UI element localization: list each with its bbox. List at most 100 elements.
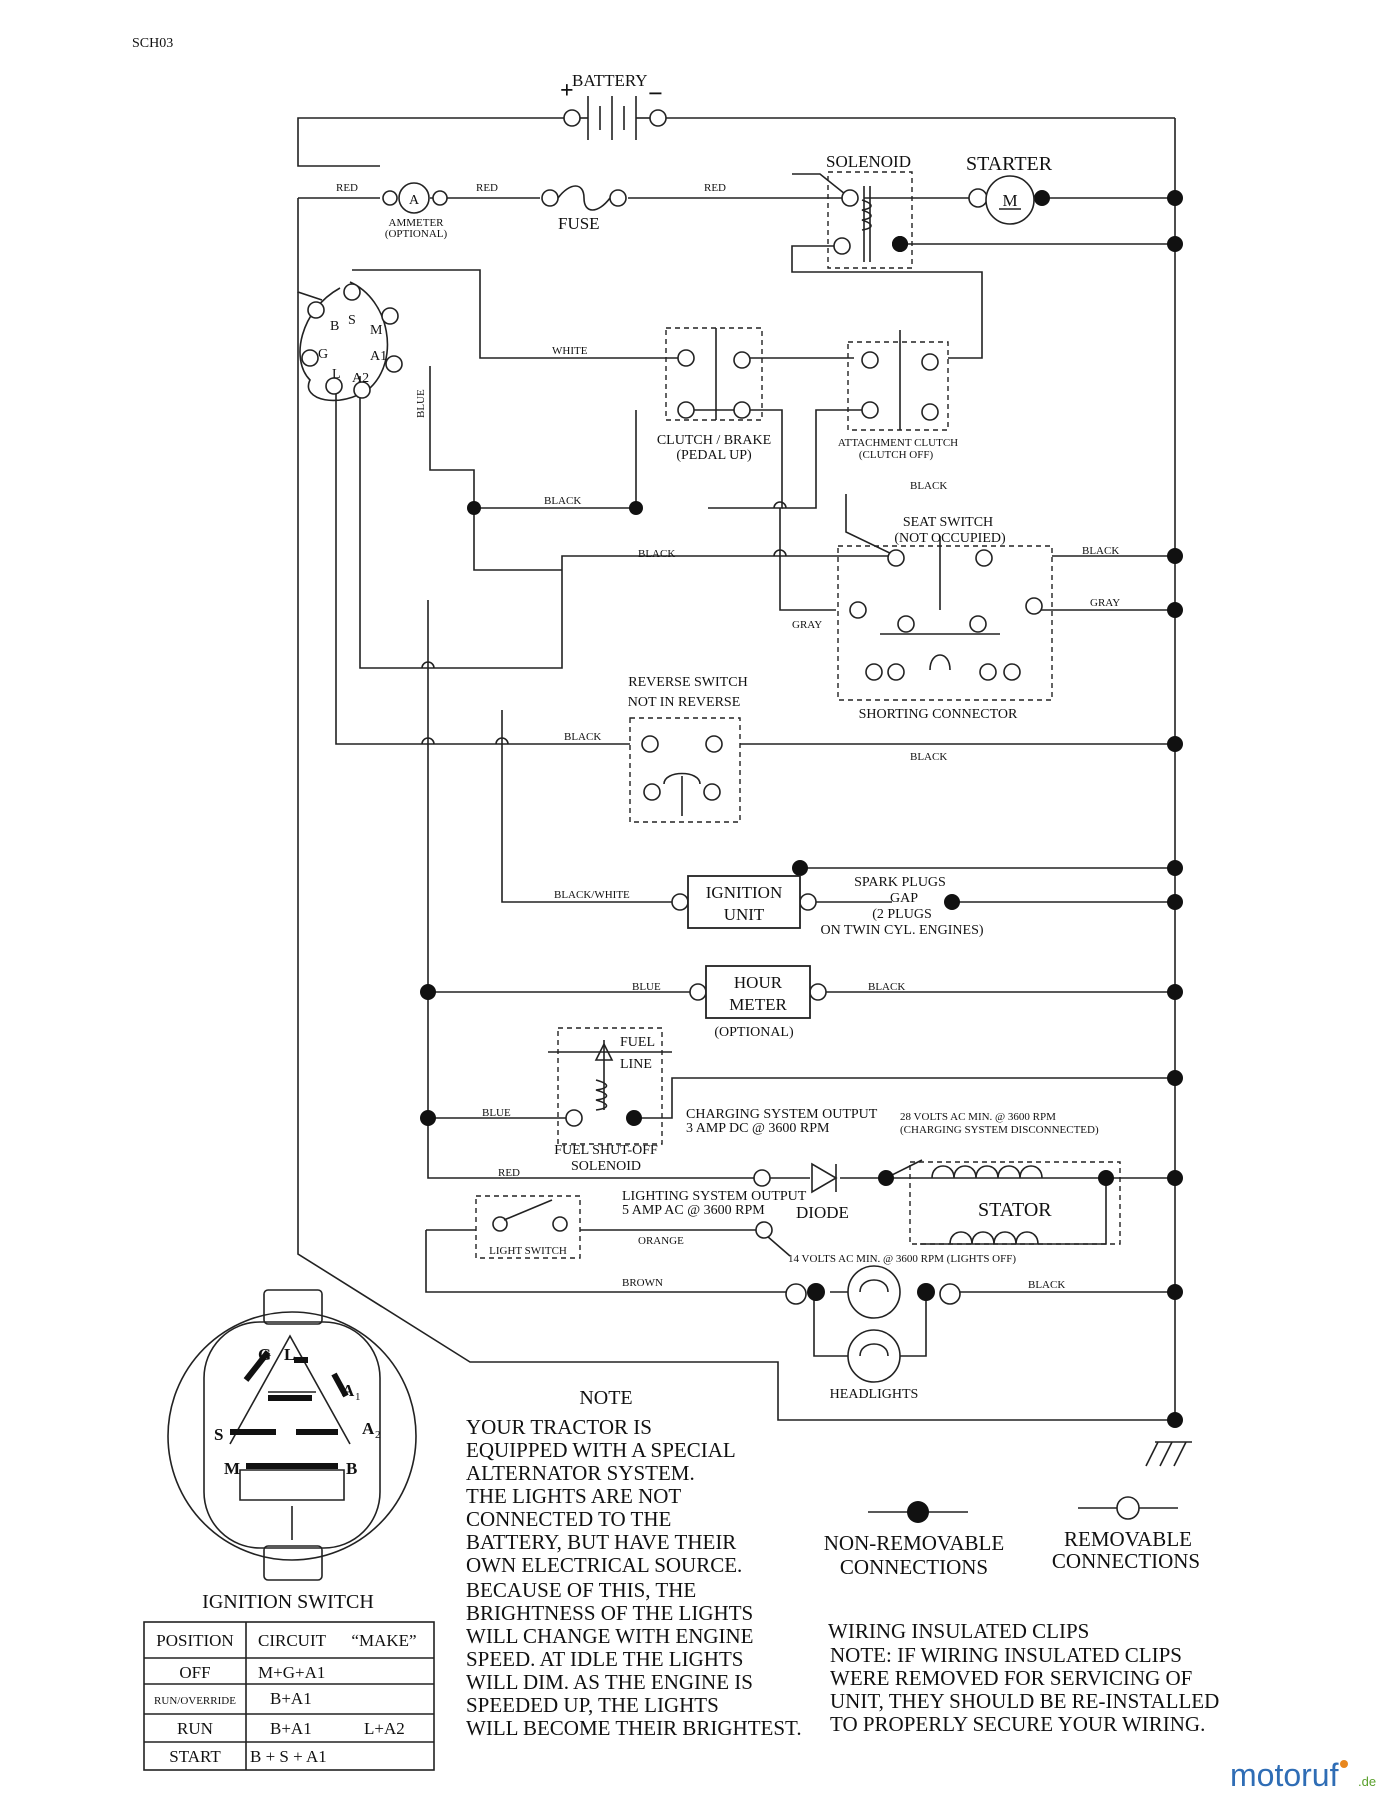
clips-note-line: WIRING INSULATED CLIPS: [828, 1619, 1089, 1643]
motoruf-watermark: motoruf .de: [1230, 1757, 1376, 1793]
starter-symbol: M: [1002, 191, 1017, 210]
wire-labels: WHITE BLUE BLACK BLACK BLACK BLACK GRAY …: [415, 345, 1120, 1291]
battery-label: BATTERY: [572, 71, 648, 90]
shorting-connector-label: SHORTING CONNECTOR: [859, 707, 1018, 722]
ignition-switch-title: IGNITION SWITCH: [202, 1591, 374, 1613]
starter: M STARTER: [966, 153, 1053, 225]
hour-meter-optional-label: (OPTIONAL): [714, 1025, 794, 1040]
attachment-clutch-switch: ATTACHMENT CLUTCH (CLUTCH OFF): [838, 330, 958, 461]
battery-minus-sign: −: [648, 79, 663, 108]
black-wire-label: BLACK: [1082, 545, 1119, 557]
legend-non-removable-sublabel: CONNECTIONS: [840, 1555, 988, 1579]
blue-wire-label: BLUE: [482, 1107, 511, 1119]
clips-note-line: WERE REMOVED FOR SERVICING OF: [830, 1666, 1192, 1690]
legend-non-removable: NON-REMOVABLE CONNECTIONS: [824, 1501, 1004, 1579]
clutch-brake-switch: CLUTCH / BRAKE (PEDAL UP): [657, 327, 771, 463]
hour-meter-label: HOUR: [734, 973, 783, 992]
note-line: EQUIPPED WITH A SPECIAL: [466, 1438, 736, 1462]
table-row-circuit: B + S + A1: [250, 1747, 327, 1766]
black-wire-label: BLACK: [910, 751, 947, 763]
face-label-sub1: 1: [355, 1391, 361, 1403]
spark-plugs-twin-label: ON TWIN CYL. ENGINES): [820, 923, 983, 938]
note-line: BATTERY, BUT HAVE THEIR: [466, 1530, 736, 1554]
fuse-label: FUSE: [558, 214, 600, 233]
note-line: THE LIGHTS ARE NOT: [466, 1484, 681, 1508]
face-label-g: G: [258, 1345, 271, 1364]
legend-removable-label: REMOVABLE: [1064, 1527, 1192, 1551]
lighting-output-label: LIGHTING SYSTEM OUTPUT: [622, 1189, 807, 1204]
white-wire-label: WHITE: [552, 345, 588, 357]
fuel-solenoid-label: FUEL SHUT-OFF: [554, 1143, 658, 1158]
table-row-position: RUN/OVERRIDE: [154, 1695, 236, 1707]
watermark-dot: [1340, 1760, 1348, 1768]
red-wire-label: RED: [498, 1167, 520, 1179]
terminal-a2-label: A2: [352, 371, 369, 386]
note-line: BRIGHTNESS OF THE LIGHTS: [466, 1601, 753, 1625]
face-label-sub2: 2: [375, 1429, 381, 1441]
face-label-s: S: [214, 1425, 223, 1444]
light-switch-label: LIGHT SWITCH: [489, 1245, 567, 1257]
clips-note: WIRING INSULATED CLIPS NOTE: IF WIRING I…: [828, 1619, 1219, 1736]
table-row-position: RUN: [177, 1719, 213, 1738]
wires: [297, 117, 1192, 1467]
lighting-output-value: 5 AMP AC @ 3600 RPM: [622, 1203, 765, 1218]
brown-wire-label: BROWN: [622, 1277, 663, 1289]
stator: STATOR: [909, 1161, 1121, 1245]
ignition-switch-connector: B S M G A1 L A2: [299, 281, 403, 402]
solenoid: SOLENOID: [826, 152, 913, 269]
spark-plugs-label: SPARK PLUGS: [854, 875, 946, 890]
solenoid-label: SOLENOID: [826, 152, 911, 171]
black-wire-label: BLACK: [868, 981, 905, 993]
lights-off-note: 14 VOLTS AC MIN. @ 3600 RPM (LIGHTS OFF): [788, 1253, 1016, 1265]
face-label-a2: A: [362, 1419, 375, 1438]
starter-label: STARTER: [966, 153, 1053, 175]
black-wire-label: BLACK: [638, 548, 675, 560]
ground-bus-connections: [420, 190, 1183, 1428]
table-row-position: START: [169, 1747, 221, 1766]
ignition-unit-label: IGNITION: [706, 883, 782, 902]
stator-note-sublabel: (CHARGING SYSTEM DISCONNECTED): [900, 1124, 1099, 1136]
table-row-extra: L+A2: [364, 1719, 405, 1738]
orange-wire-label: ORANGE: [638, 1235, 684, 1247]
table-header-make: “MAKE”: [351, 1631, 416, 1650]
seat-switch-label: SEAT SWITCH: [903, 515, 993, 530]
blue-wire-label: BLUE: [415, 389, 427, 418]
legend-non-removable-label: NON-REMOVABLE: [824, 1531, 1004, 1555]
battery: + − BATTERY: [560, 71, 667, 140]
headlights-label: HEADLIGHTS: [830, 1387, 919, 1402]
fuel-line-sublabel: LINE: [620, 1057, 652, 1072]
clutch-brake-label: CLUTCH / BRAKE: [657, 433, 771, 448]
face-label-b: B: [346, 1459, 357, 1478]
blue-wire-label: BLUE: [632, 981, 661, 993]
note-line: WILL BECOME THEIR BRIGHTEST.: [466, 1716, 802, 1740]
gray-wire-label: GRAY: [1090, 597, 1120, 609]
note-body: YOUR TRACTOR IS EQUIPPED WITH A SPECIAL …: [466, 1415, 802, 1740]
note-line: OWN ELECTRICAL SOURCE.: [466, 1553, 742, 1577]
charging-output-label: CHARGING SYSTEM OUTPUT: [686, 1107, 878, 1122]
note-line: BECAUSE OF THIS, THE: [466, 1578, 696, 1602]
ignition-unit: IGNITION UNIT: [671, 875, 817, 929]
black-wire-label: BLACK: [564, 731, 601, 743]
reverse-switch: REVERSE SWITCH NOT IN REVERSE: [628, 675, 748, 823]
hour-meter: HOUR METER (OPTIONAL): [689, 965, 827, 1040]
note-line: SPEEDED UP, THE LIGHTS: [466, 1693, 719, 1717]
terminal-a1-label: A1: [370, 349, 387, 364]
clutch-brake-sublabel: (PEDAL UP): [676, 448, 752, 463]
legend-removable-sublabel: CONNECTIONS: [1052, 1549, 1200, 1573]
terminal-s-label: S: [348, 313, 356, 328]
reverse-switch-sublabel: NOT IN REVERSE: [628, 695, 741, 710]
reverse-switch-label: REVERSE SWITCH: [628, 675, 747, 690]
watermark-name: motoruf: [1230, 1757, 1339, 1793]
black-wire-label: BLACK: [1028, 1279, 1065, 1291]
table-row-position: OFF: [179, 1663, 210, 1682]
seat-switch-sublabel: (NOT OCCUPIED): [894, 531, 1006, 546]
terminal-l-label: L: [332, 367, 341, 382]
black-white-wire-label: BLACK/WHITE: [554, 889, 630, 901]
fuse: FUSE: [541, 185, 627, 233]
legend-removable: REMOVABLE CONNECTIONS: [1052, 1496, 1200, 1573]
watermark-suffix: .de: [1358, 1774, 1376, 1789]
stator-label: STATOR: [978, 1199, 1052, 1221]
face-label-m: M: [224, 1459, 240, 1478]
table-header-position: POSITION: [156, 1631, 233, 1650]
